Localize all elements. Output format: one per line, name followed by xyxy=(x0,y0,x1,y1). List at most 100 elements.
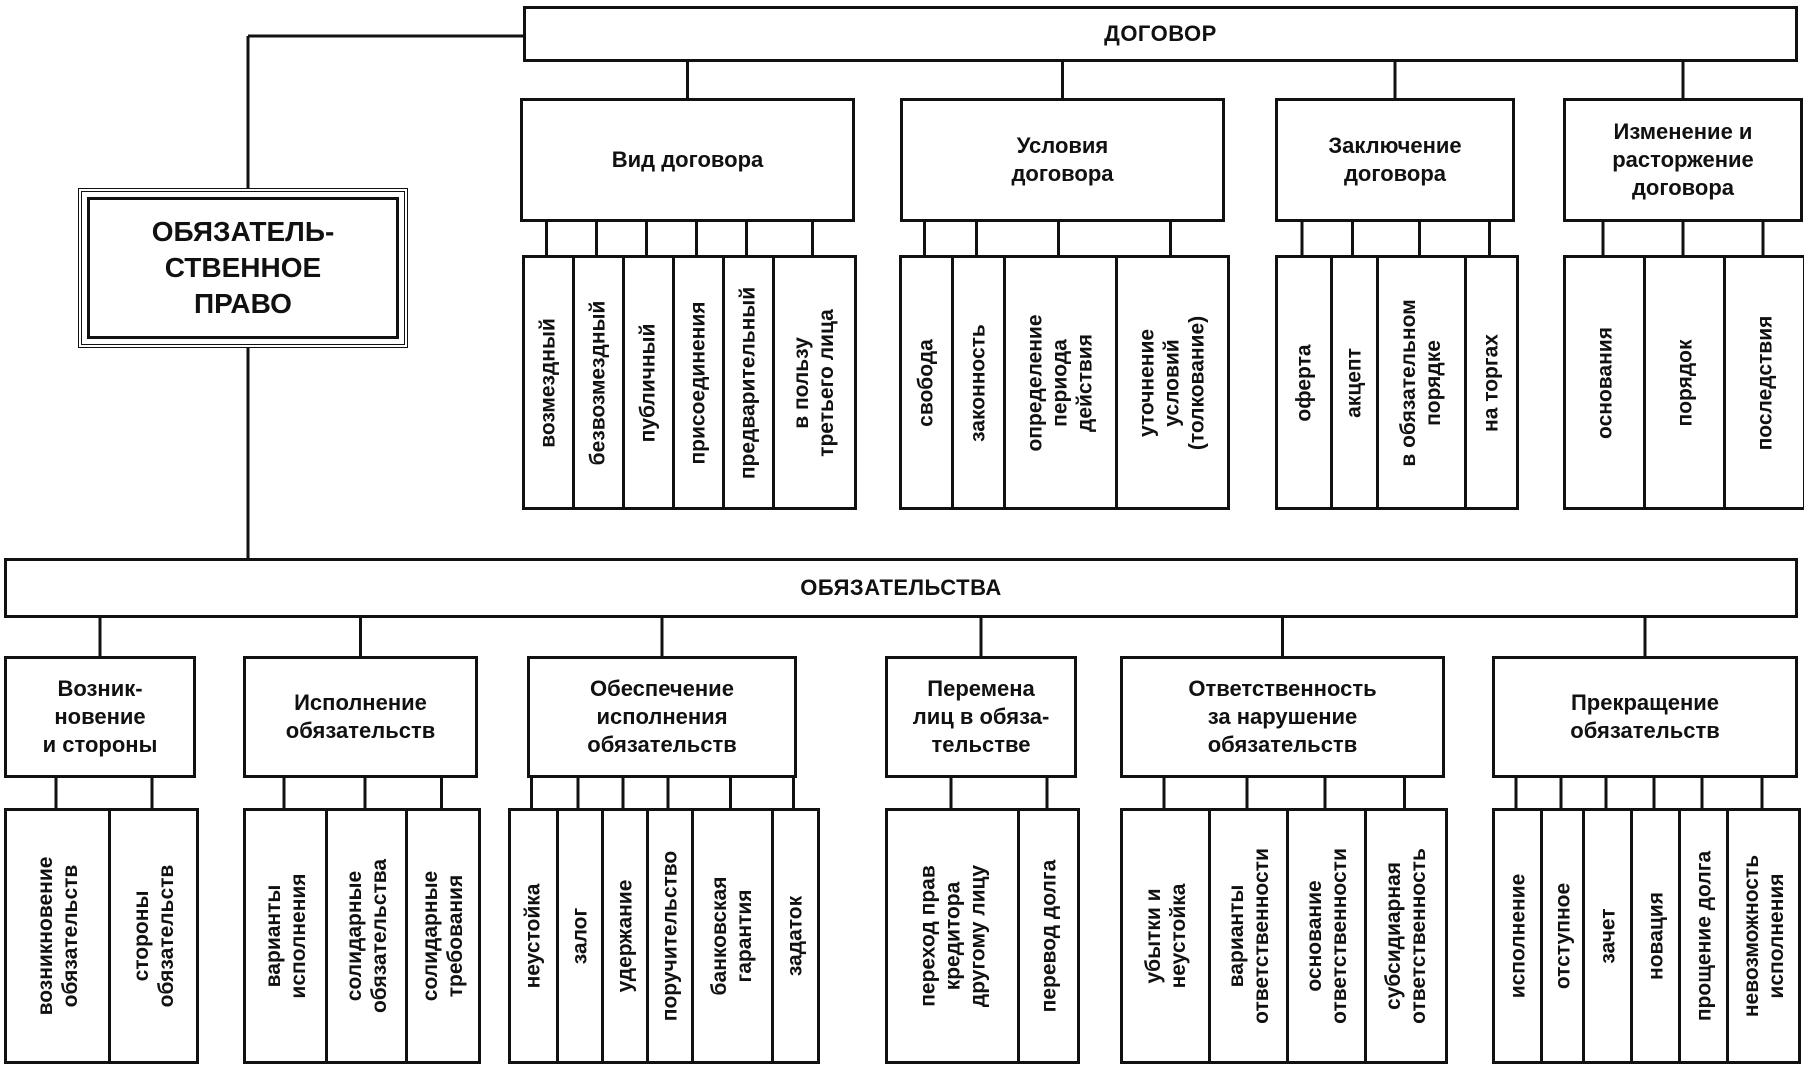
obligation-item-label: основание ответственности xyxy=(1302,848,1351,1024)
obligation-group-0-item: стороны обязательств xyxy=(108,808,199,1064)
obligation-item-label: новация xyxy=(1644,892,1667,980)
obligation-item-label: поручительство xyxy=(658,850,681,1022)
obligation-item-label: убытки и неустойка xyxy=(1141,883,1190,989)
root-box-obligation-law: ОБЯЗАТЕЛЬ- СТВЕННОЕ ПРАВО xyxy=(78,188,408,348)
obligation-group-0-item: возникновение обязательств xyxy=(4,808,111,1064)
contract-group-2-title-box: Заключение договора xyxy=(1275,98,1515,222)
obligation-group-2-item: неустойка xyxy=(507,808,559,1064)
contract-group-2-item: в обязательном порядке xyxy=(1375,255,1467,510)
contract-group-1-title-box: Условия договора xyxy=(900,98,1225,222)
contract-bar-label: ДОГОВОР xyxy=(1104,21,1217,46)
contract-item-label: свобода xyxy=(914,338,938,427)
obligation-group-2-item: поручительство xyxy=(645,808,694,1064)
obligations-bar: ОБЯЗАТЕЛЬСТВА xyxy=(4,558,1798,618)
obligation-item-label: возникновение обязательств xyxy=(33,856,82,1016)
obligation-group-1-item: варианты исполнения xyxy=(243,808,328,1064)
obligation-group-5-item: новация xyxy=(1630,808,1681,1064)
contract-item-label: на торгах xyxy=(1479,333,1503,432)
contract-item-label: основания xyxy=(1593,326,1616,439)
contract-group-1-item: законность xyxy=(950,255,1006,510)
obligation-item-label: субсидиарная ответственность xyxy=(1382,848,1430,1024)
obligation-group-2-item: задаток xyxy=(770,808,820,1064)
obligation-item-label: задаток xyxy=(783,895,807,977)
contract-bar: ДОГОВОР xyxy=(523,6,1798,62)
obligation-item-label: залог xyxy=(568,907,591,965)
obligation-item-label: переход прав кредитора другому лицу xyxy=(916,864,989,1008)
obligation-item-label: стороны обязательств xyxy=(129,864,178,1008)
contract-group-0-item: возмездный xyxy=(521,255,575,510)
contract-item-label: безвозмездный xyxy=(586,300,610,465)
contract-item-label: в пользу третьего лица xyxy=(790,308,838,457)
obligation-item-label: перевод долга xyxy=(1037,859,1060,1013)
obligation-group-2-item: залог xyxy=(555,808,604,1064)
contract-group-title: Условия договора xyxy=(1011,133,1114,186)
contract-item-label: оферта xyxy=(1292,343,1315,422)
obligation-group-0-title-box: Возник- новение и стороны xyxy=(4,656,196,778)
obligation-group-title: Прекращение обязательств xyxy=(1570,690,1720,743)
obligation-group-1-title-box: Исполнение обязательств xyxy=(243,656,478,778)
obligation-item-label: неустойка xyxy=(521,883,545,989)
obligation-item-label: варианты исполнения xyxy=(261,873,310,999)
obligation-item-label: удержание xyxy=(613,879,636,993)
contract-group-2-item: акцепт xyxy=(1329,255,1379,510)
obligation-group-5-title-box: Прекращение обязательств xyxy=(1492,656,1798,778)
contract-item-label: публичный xyxy=(636,323,660,442)
contract-group-1-item: уточнение условий (толкование) xyxy=(1114,255,1230,510)
obligation-group-3-item: переход прав кредитора другому лицу xyxy=(885,808,1020,1064)
obligation-group-3-item: перевод долга xyxy=(1017,808,1080,1064)
obligation-group-title: Ответственность за нарушение обязательст… xyxy=(1188,676,1377,757)
contract-item-label: определение периода действия xyxy=(1023,313,1097,452)
obligation-group-5-item: исполнение xyxy=(1492,808,1543,1064)
contract-group-0-title-box: Вид договора xyxy=(520,98,855,222)
contract-item-label: в обязательном порядке xyxy=(1397,298,1445,467)
obligation-group-5-item: прощение долга xyxy=(1678,808,1729,1064)
obligation-group-4-item: субсидиарная ответственность xyxy=(1364,808,1448,1064)
contract-item-label: последствия xyxy=(1753,315,1776,450)
obligation-item-label: банковская гарантия xyxy=(708,876,756,996)
contract-group-0-item: безвозмездный xyxy=(571,255,625,510)
contract-item-label: уточнение условий (толкование) xyxy=(1135,315,1209,450)
obligation-item-label: невозможность исполнения xyxy=(1739,854,1788,1018)
obligation-group-title: Перемена лиц в обяза- тельстве xyxy=(912,676,1050,757)
contract-item-label: возмездный xyxy=(536,317,560,448)
contract-group-1-item: определение периода действия xyxy=(1002,255,1118,510)
obligation-item-label: солидарные требования xyxy=(419,870,467,1002)
contract-item-label: акцепт xyxy=(1342,347,1366,418)
obligation-group-2-title-box: Обеспечение исполнения обязательств xyxy=(527,656,797,778)
obligation-group-title: Исполнение обязательств xyxy=(285,690,436,743)
obligation-group-5-item: зачет xyxy=(1582,808,1633,1064)
contract-group-3-item: основания xyxy=(1563,255,1646,510)
contract-item-label: порядок xyxy=(1673,339,1696,426)
contract-group-2-item: на торгах xyxy=(1463,255,1519,510)
contract-item-label: присоединения xyxy=(686,300,710,465)
obligation-item-label: прощение долга xyxy=(1692,850,1715,1022)
obligation-group-2-item: банковская гарантия xyxy=(690,808,774,1064)
contract-item-label: предварительный xyxy=(736,286,760,479)
contract-group-title: Заключение договора xyxy=(1328,133,1462,186)
obligation-item-label: исполнение xyxy=(1506,873,1529,999)
obligation-item-label: солидарные обязательства xyxy=(342,858,391,1014)
obligation-group-4-item: варианты ответственности xyxy=(1208,808,1289,1064)
contract-group-0-item: предварительный xyxy=(721,255,775,510)
obligation-group-4-item: убытки и неустойка xyxy=(1120,808,1211,1064)
obligations-bar-label: ОБЯЗАТЕЛЬСТВА xyxy=(800,575,1002,600)
contract-group-3-title-box: Изменение и расторжение договора xyxy=(1563,98,1803,222)
obligation-group-1-item: солидарные требования xyxy=(405,808,481,1064)
root-label: ОБЯЗАТЕЛЬ- СТВЕННОЕ ПРАВО xyxy=(151,216,335,319)
obligation-item-label: зачет xyxy=(1596,908,1619,964)
obligation-group-1-item: солидарные обязательства xyxy=(325,808,408,1064)
contract-group-title: Вид договора xyxy=(611,147,764,172)
contract-group-title: Изменение и расторжение договора xyxy=(1612,119,1754,200)
contract-group-0-item: публичный xyxy=(621,255,675,510)
obligation-group-4-item: основание ответственности xyxy=(1286,808,1367,1064)
obligation-group-5-item: отступное xyxy=(1540,808,1585,1064)
contract-group-2-item: оферта xyxy=(1274,255,1333,510)
obligation-group-title: Возник- новение и стороны xyxy=(42,676,158,757)
obligation-group-5-item: невозможность исполнения xyxy=(1726,808,1801,1064)
obligation-group-4-title-box: Ответственность за нарушение обязательст… xyxy=(1120,656,1445,778)
obligation-item-label: отступное xyxy=(1551,882,1574,990)
contract-group-3-item: порядок xyxy=(1643,255,1726,510)
contract-item-label: законность xyxy=(966,323,990,442)
